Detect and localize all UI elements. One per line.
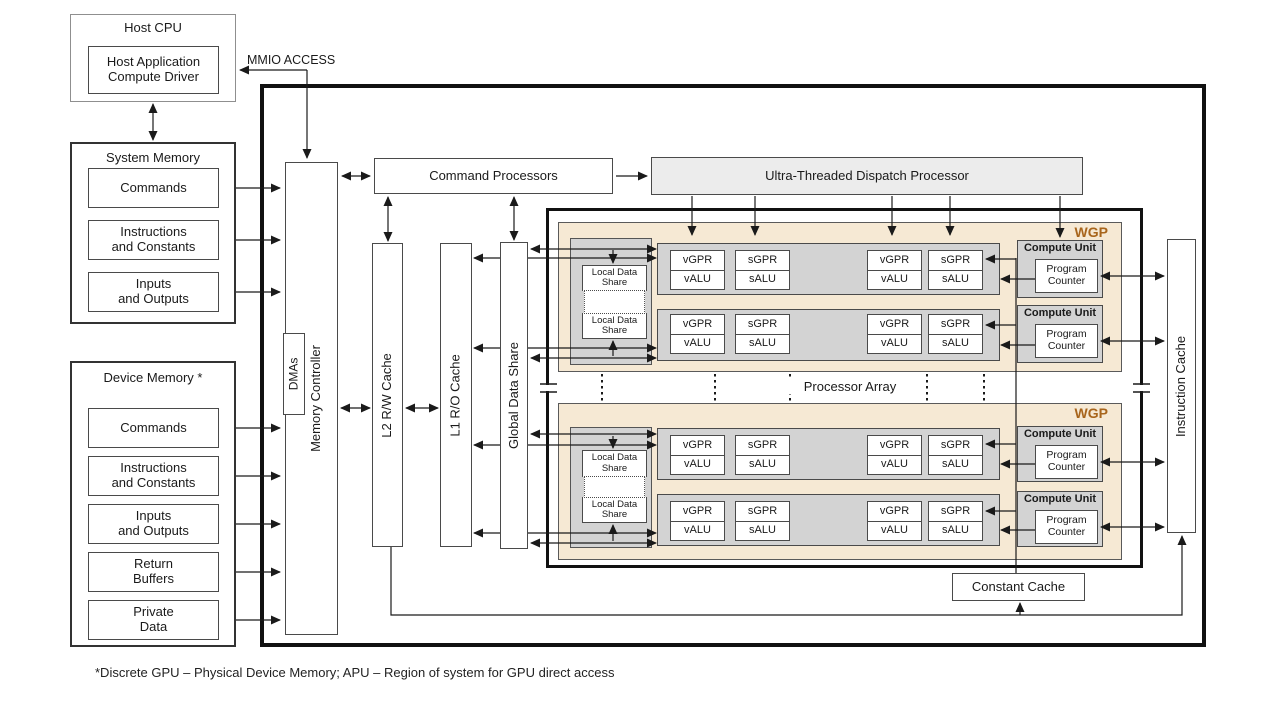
reg-stack: vGPR vALU <box>670 250 725 290</box>
global-data-share-label: Global Data Share <box>505 342 521 449</box>
vgpr-box: vGPR <box>868 502 921 522</box>
salu-box: sALU <box>749 337 776 350</box>
wgp2-program-counter1: Program Counter <box>1035 445 1098 479</box>
system-memory-title: System Memory <box>106 150 200 165</box>
wgp1-lds1: Local Data Share <box>582 265 647 291</box>
reg-stack: sGPR sALU <box>735 501 790 541</box>
salu-box: sALU <box>942 337 969 350</box>
device-mem-return-buffers: Return Buffers <box>88 552 219 592</box>
vgpr-box: vGPR <box>671 436 724 456</box>
sgpr-box: sGPR <box>736 436 789 456</box>
valu-box: vALU <box>881 458 908 471</box>
reg-stack: vGPR vALU <box>867 501 922 541</box>
wgp2-lds2: Local Data Share <box>582 497 647 523</box>
compute-unit-label: Compute Unit <box>1023 493 1097 505</box>
valu-box: vALU <box>684 273 711 286</box>
instruction-cache-label: Instruction Cache <box>1173 335 1189 437</box>
vgpr-box: vGPR <box>868 315 921 335</box>
reg-stack: sGPR sALU <box>928 250 983 290</box>
reg-stack: vGPR vALU <box>867 314 922 354</box>
wgp1-program-counter2: Program Counter <box>1035 324 1098 358</box>
reg-stack: vGPR vALU <box>867 435 922 475</box>
mmio-access-label: MMIO ACCESS <box>247 53 336 67</box>
l2-cache-box: L2 R/W Cache <box>372 243 403 547</box>
wgp1-lds2: Local Data Share <box>582 313 647 339</box>
l1-cache-box: L1 R/O Cache <box>440 243 472 547</box>
sgpr-box: sGPR <box>736 251 789 271</box>
wgp2-lds1: Local Data Share <box>582 450 647 477</box>
vgpr-box: vGPR <box>868 436 921 456</box>
sgpr-box: sGPR <box>929 436 982 456</box>
dispatch-processor-box: Ultra-Threaded Dispatch Processor <box>651 157 1083 195</box>
wgp2-program-counter2: Program Counter <box>1035 510 1098 544</box>
salu-box: sALU <box>942 458 969 471</box>
sgpr-box: sGPR <box>736 315 789 335</box>
device-mem-io: Inputs and Outputs <box>88 504 219 544</box>
footnote: *Discrete GPU – Physical Device Memory; … <box>95 665 615 680</box>
device-mem-instructions: Instructions and Constants <box>88 456 219 496</box>
device-memory-title: Device Memory * <box>103 370 203 385</box>
instruction-cache-box: Instruction Cache <box>1167 239 1196 533</box>
wgp2-lds-connector <box>584 476 645 498</box>
vgpr-box: vGPR <box>868 251 921 271</box>
vgpr-box: vGPR <box>671 502 724 522</box>
reg-stack: sGPR sALU <box>735 250 790 290</box>
host-cpu-title: Host CPU <box>124 20 182 35</box>
wgp1-lds-connector <box>584 290 645 314</box>
global-data-share-box: Global Data Share <box>500 242 528 549</box>
device-mem-private-data: Private Data <box>88 600 219 640</box>
reg-stack: vGPR vALU <box>670 435 725 475</box>
valu-box: vALU <box>684 524 711 537</box>
reg-stack: sGPR sALU <box>735 435 790 475</box>
dmas-label: DMAs <box>286 357 301 391</box>
sgpr-box: sGPR <box>736 502 789 522</box>
reg-stack: vGPR vALU <box>867 250 922 290</box>
wgp1-program-counter1: Program Counter <box>1035 259 1098 293</box>
memory-controller-label: Memory Controller <box>308 345 324 452</box>
system-mem-commands: Commands <box>88 168 219 208</box>
host-app-driver-box: Host Application Compute Driver <box>88 46 219 94</box>
gpu-outer-frame <box>260 84 1206 647</box>
processor-array-label: Processor Array <box>780 379 920 394</box>
reg-stack: sGPR sALU <box>735 314 790 354</box>
compute-unit-label: Compute Unit <box>1023 242 1097 254</box>
salu-box: sALU <box>942 524 969 537</box>
valu-box: vALU <box>684 458 711 471</box>
wgp1-label: WGP <box>1074 224 1108 240</box>
reg-stack: vGPR vALU <box>670 314 725 354</box>
reg-stack: sGPR sALU <box>928 435 983 475</box>
compute-unit-label: Compute Unit <box>1023 307 1097 319</box>
vgpr-box: vGPR <box>671 251 724 271</box>
salu-box: sALU <box>749 458 776 471</box>
wgp2-label: WGP <box>1074 405 1108 421</box>
compute-unit-label: Compute Unit <box>1023 428 1097 440</box>
device-mem-commands: Commands <box>88 408 219 448</box>
command-processors-box: Command Processors <box>374 158 613 194</box>
valu-box: vALU <box>684 337 711 350</box>
reg-stack: sGPR sALU <box>928 314 983 354</box>
reg-stack: sGPR sALU <box>928 501 983 541</box>
system-mem-io: Inputs and Outputs <box>88 272 219 312</box>
valu-box: vALU <box>881 273 908 286</box>
system-mem-instructions: Instructions and Constants <box>88 220 219 260</box>
salu-box: sALU <box>749 524 776 537</box>
l2-cache-label: L2 R/W Cache <box>379 352 395 438</box>
l1-cache-label: L1 R/O Cache <box>447 353 463 437</box>
salu-box: sALU <box>749 273 776 286</box>
valu-box: vALU <box>881 524 908 537</box>
sgpr-box: sGPR <box>929 315 982 335</box>
constant-cache-box: Constant Cache <box>952 573 1085 601</box>
sgpr-box: sGPR <box>929 251 982 271</box>
reg-stack: vGPR vALU <box>670 501 725 541</box>
valu-box: vALU <box>881 337 908 350</box>
sgpr-box: sGPR <box>929 502 982 522</box>
vgpr-box: vGPR <box>671 315 724 335</box>
salu-box: sALU <box>942 273 969 286</box>
dmas-box: DMAs <box>283 333 305 415</box>
